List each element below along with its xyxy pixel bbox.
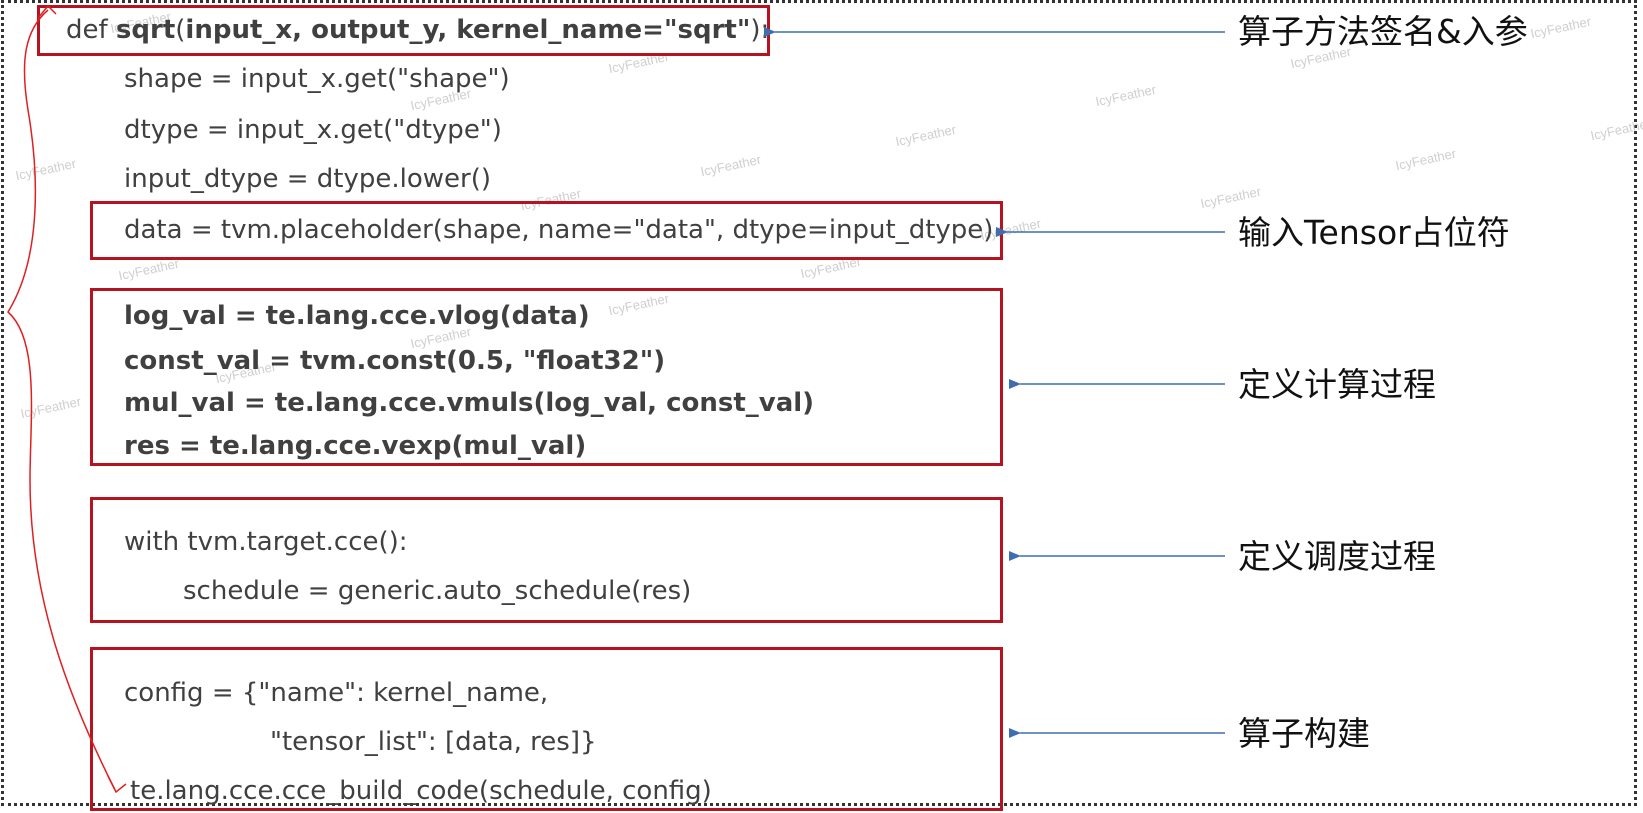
flow-brace [7, 9, 116, 791]
code-line-mul-val: mul_val = te.lang.cce.vmuls(log_val, con… [124, 388, 815, 418]
code-line-log-val: log_val = te.lang.cce.vlog(data) [124, 301, 590, 331]
schedule-box [90, 497, 1003, 623]
function-params: input_x, output_y, kernel_name="sqrt" [185, 15, 751, 45]
def-keyword: def [66, 15, 116, 45]
code-line-tensor-list: "tensor_list": [data, res]} [270, 727, 597, 757]
close-paren: ): [750, 15, 770, 45]
brace-bottom-arrow [107, 775, 127, 794]
open-paren: ( [175, 15, 186, 45]
code-line-shape: shape = input_x.get("shape") [124, 64, 510, 94]
code-line-dtype: dtype = input_x.get("dtype") [124, 115, 502, 145]
compute-box [90, 288, 1003, 466]
label-signature: 算子方法签名&入参 [1238, 12, 1528, 51]
code-line-res: res = te.lang.cce.vexp(mul_val) [124, 431, 587, 461]
code-line-const-val: const_val = tvm.const(0.5, "float32") [124, 346, 666, 376]
label-placeholder: 输入Tensor占位符 [1238, 213, 1510, 252]
code-line-with-target: with tvm.target.cce(): [124, 527, 408, 557]
brace-top-tick [37, 4, 57, 19]
function-name: sqrt [115, 15, 176, 45]
code-line-placeholder: data = tvm.placeholder(shape, name="data… [124, 215, 994, 245]
build-box [90, 647, 1003, 811]
label-schedule: 定义调度过程 [1238, 537, 1436, 576]
code-line-auto-schedule: schedule = generic.auto_schedule(res) [183, 576, 692, 606]
label-build: 算子构建 [1238, 714, 1370, 753]
code-line-build-code: te.lang.cce.cce_build_code(schedule, con… [130, 776, 712, 806]
code-line-input-dtype: input_dtype = dtype.lower() [124, 164, 491, 194]
code-line-config: config = {"name": kernel_name, [124, 678, 549, 708]
code-line-def: def sqrt(input_x, output_y, kernel_name=… [66, 15, 769, 45]
label-compute: 定义计算过程 [1238, 365, 1436, 404]
